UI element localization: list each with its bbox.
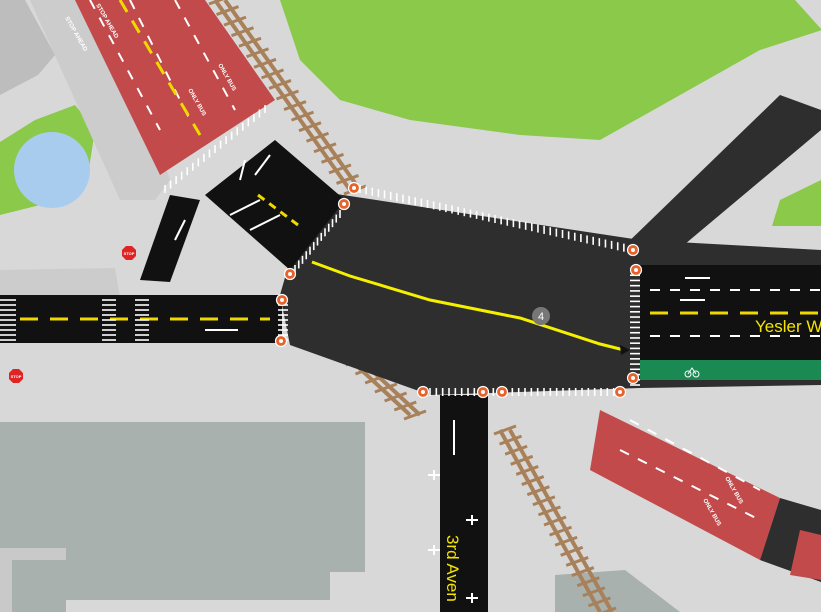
stop-sign-icon[interactable]: STOP	[9, 369, 23, 383]
svg-text:STOP: STOP	[124, 251, 135, 256]
sidewalk-north	[30, 0, 170, 200]
route-badge[interactable]	[532, 307, 550, 325]
pond	[14, 132, 90, 208]
road-northeast-diag	[620, 95, 821, 265]
bike-lane-yesler[interactable]	[640, 360, 821, 380]
route-arrow-icon	[620, 345, 630, 355]
park-east	[772, 180, 821, 226]
building-south-main	[0, 420, 365, 600]
traffic-signals[interactable]	[274, 181, 643, 399]
building-southeast	[555, 570, 680, 612]
road-northwest-slip	[140, 195, 200, 282]
bus-lane-southeast-2	[790, 530, 821, 580]
park-northeast	[280, 0, 821, 140]
route-path[interactable]	[311, 260, 625, 352]
street-label-yesler[interactable]: Yesler W	[755, 317, 821, 336]
road-third-ave	[440, 395, 488, 612]
bus-lane-northwest	[75, 0, 275, 175]
bike-icon	[684, 367, 700, 378]
turn-arrow-icon	[174, 154, 710, 331]
building-south-annex-2	[12, 560, 66, 612]
bus-lane-southeast	[590, 410, 780, 560]
bus-lane-markings	[89, 0, 761, 521]
road-yesler-east	[640, 265, 821, 360]
crosswalks	[0, 105, 640, 396]
sidewalk-mid-west	[0, 268, 120, 300]
road-north-diag	[205, 140, 345, 270]
stop-sign-icon[interactable]: STOP	[122, 246, 136, 260]
third-ave-markings	[428, 420, 478, 603]
street-label-third-ave[interactable]: 3rd Aven	[443, 535, 462, 602]
route-badge-label: 4	[538, 311, 544, 323]
svg-text:STOP: STOP	[11, 374, 22, 379]
bus-lane-centerline	[118, 0, 202, 136]
building-northwest	[0, 0, 55, 95]
yesler-lane-lines	[650, 289, 821, 337]
